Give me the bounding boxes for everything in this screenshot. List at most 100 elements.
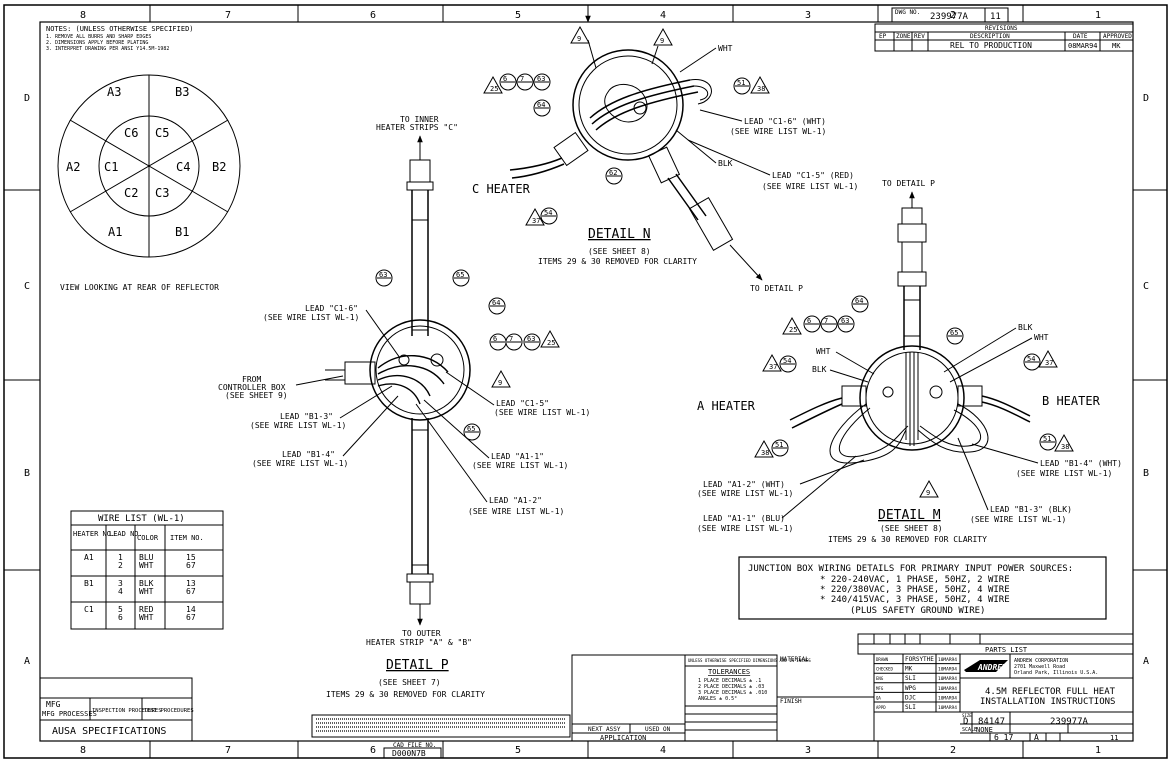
segment-a2: A2 xyxy=(66,160,80,174)
wl-lead: 6 xyxy=(118,613,123,622)
detail-m-caption-2: ITEMS 29 & 30 REMOVED FOR CLARITY xyxy=(828,535,987,544)
detail-p-lead-c1-5: LEAD "C1-5" xyxy=(496,399,549,408)
rev-col-rev: REV xyxy=(914,33,925,40)
column-label-bottom: 7 xyxy=(225,745,231,756)
signature-name: DJC xyxy=(905,694,916,701)
code-value: 84147 xyxy=(978,717,1005,727)
column-label-bottom: 2 xyxy=(950,745,956,756)
row-label-right: B xyxy=(1143,468,1149,479)
tolerance-2: 2 PLACE DECIMALS ± .03 xyxy=(698,684,764,690)
callout-balloon: 64 xyxy=(488,297,506,315)
svg-text:9: 9 xyxy=(577,35,581,43)
wl-lead: 1 xyxy=(118,553,123,562)
wl-item: 67 xyxy=(186,561,196,570)
rev-approved: MK xyxy=(1112,42,1121,50)
notes-block: NOTES: (UNLESS OTHERWISE SPECIFIED) 1. R… xyxy=(46,25,194,52)
column-label-bottom: 8 xyxy=(80,745,86,756)
detail-p: TO INNER HEATER STRIPS "C" TO OUTER HEAT… xyxy=(218,115,590,699)
wl-lead: 2 xyxy=(118,561,123,570)
detail-n: C HEATER WHT BLK LEAD "C1-6" (WHT) (SEE … xyxy=(472,10,858,293)
callout-triangle: 37 xyxy=(762,353,782,372)
detail-m-label-blk-right: BLK xyxy=(1018,323,1033,332)
company-logo: ANDREW xyxy=(977,663,1008,672)
segment-a1: A1 xyxy=(108,225,122,239)
detail-m-lead-b1-3: LEAD "B1-3" (BLK) xyxy=(990,505,1072,514)
parts-list-label: PARTS LIST xyxy=(985,646,1028,654)
wl-color: BLU xyxy=(139,553,154,562)
callout-balloon: 63 xyxy=(837,315,855,333)
spec-test-label: TEST PROCEDURES xyxy=(144,708,194,714)
svg-text:63: 63 xyxy=(537,75,545,83)
detail-p-caption-1: (SEE SHEET 7) xyxy=(378,678,441,687)
detail-m-b-heater: B HEATER xyxy=(1042,394,1101,408)
sheet-of-value: 6 17 xyxy=(994,733,1013,742)
svg-text:6: 6 xyxy=(807,317,811,325)
svg-text:6: 6 xyxy=(493,335,497,343)
column-label-top: 4 xyxy=(660,10,666,21)
signature-role: DRAWN xyxy=(876,657,889,662)
svg-text:64: 64 xyxy=(855,297,863,305)
detail-p-bottom-label-1: TO OUTER xyxy=(402,629,441,638)
segment-c5: C5 xyxy=(155,126,169,140)
top-sheet-number: 11 xyxy=(990,12,1001,22)
callout-balloon: 63 xyxy=(533,73,551,91)
wl-lead: 3 xyxy=(118,579,123,588)
callout-triangle: 9 xyxy=(919,479,939,498)
cad-file-block: CAD FILE NO. D000N7B xyxy=(383,742,442,759)
rev-col-zone: ZONE xyxy=(896,33,911,40)
svg-text:37: 37 xyxy=(1045,359,1053,367)
reflector-caption: VIEW LOOKING AT REAR OF REFLECTOR xyxy=(60,283,219,292)
detail-p-lead-b1-3: LEAD "B1-3" xyxy=(280,412,333,421)
svg-text:63: 63 xyxy=(527,335,535,343)
column-label-top: 7 xyxy=(225,10,231,21)
svg-text:25: 25 xyxy=(490,85,498,93)
notes-title: NOTES: (UNLESS OTHERWISE SPECIFIED) xyxy=(46,25,194,33)
signature-name: SLI xyxy=(905,704,916,711)
drawing-title-2: INSTALLATION INSTRUCTIONS xyxy=(980,697,1115,707)
detail-m-lead-b1-4-ref: (SEE WIRE LIST WL-1) xyxy=(1016,469,1112,478)
top-doc-number: 239977A xyxy=(930,12,969,22)
revisions-header: REVISIONS xyxy=(985,25,1018,32)
detail-p-lead-c1-5-ref: (SEE WIRE LIST WL-1) xyxy=(494,408,590,417)
detail-m-title: DETAIL M xyxy=(878,508,941,523)
detail-p-from-3: (SEE SHEET 9) xyxy=(225,391,288,400)
detail-p-lead-c1-6: LEAD "C1-6" xyxy=(305,304,358,313)
detail-m-label-blk-left: BLK xyxy=(812,365,827,374)
application-label: APPLICATION xyxy=(600,734,646,742)
detail-p-lead-b1-4-ref: (SEE WIRE LIST WL-1) xyxy=(252,459,348,468)
callout-triangle: 25 xyxy=(483,75,503,94)
rev-col-date: DATE xyxy=(1073,33,1088,40)
detail-m-lead-a1-2-ref: (SEE WIRE LIST WL-1) xyxy=(697,489,793,498)
reflector-rear-view: A3 B3 B2 B1 A1 A2 C6 C5 C4 C3 C2 C1 VIEW… xyxy=(57,74,241,292)
row-label-left: D xyxy=(24,93,30,104)
callout-triangle: 25 xyxy=(782,316,802,335)
junction-line-2: * 220/380VAC, 3 PHASE, 50HZ, 4 WIRE xyxy=(820,585,1010,595)
detail-n-title: DETAIL N xyxy=(588,227,651,242)
callout-triangle: 37 xyxy=(525,207,545,226)
top-doc-number-block: DWG NO. 239977A 11 xyxy=(891,7,1009,23)
svg-text:38: 38 xyxy=(761,449,769,457)
detail-n-blk: BLK xyxy=(718,159,733,168)
detail-m-caption-1: (SEE SHEET 8) xyxy=(880,524,943,533)
wl-heater: A1 xyxy=(84,553,94,562)
rev-col-ep: EP xyxy=(879,33,887,40)
detail-p-lead-a1-2: LEAD "A1-2" xyxy=(489,496,542,505)
callout-balloon: 7 xyxy=(505,333,523,351)
segment-c2: C2 xyxy=(124,186,138,200)
wl-item: 14 xyxy=(186,605,196,614)
spec-inspection-label: INSPECTION PROCEDURES xyxy=(92,708,162,714)
detail-p-lead-a1-1-ref: (SEE WIRE LIST WL-1) xyxy=(472,461,568,470)
svg-text:62: 62 xyxy=(609,169,617,177)
column-label-top: 2 xyxy=(950,10,956,21)
callout-triangle: 38 xyxy=(754,439,774,458)
svg-text:DWG NO.: DWG NO. xyxy=(895,9,920,16)
detail-n-caption-1: (SEE SHEET 8) xyxy=(588,247,651,256)
row-label-right: D xyxy=(1143,93,1149,104)
segment-a3: A3 xyxy=(107,85,121,99)
note-2: 2. DIMENSIONS APPLY BEFORE PLATING xyxy=(46,40,148,46)
junction-box-note: JUNCTION BOX WIRING DETAILS FOR PRIMARY … xyxy=(738,556,1107,620)
svg-text:7: 7 xyxy=(509,335,513,343)
callout-balloon: 63 xyxy=(375,269,393,287)
detail-m: TO DETAIL P A HEATER B HEATER WHT BLK BL… xyxy=(697,179,1122,544)
svg-text:51: 51 xyxy=(775,441,783,449)
